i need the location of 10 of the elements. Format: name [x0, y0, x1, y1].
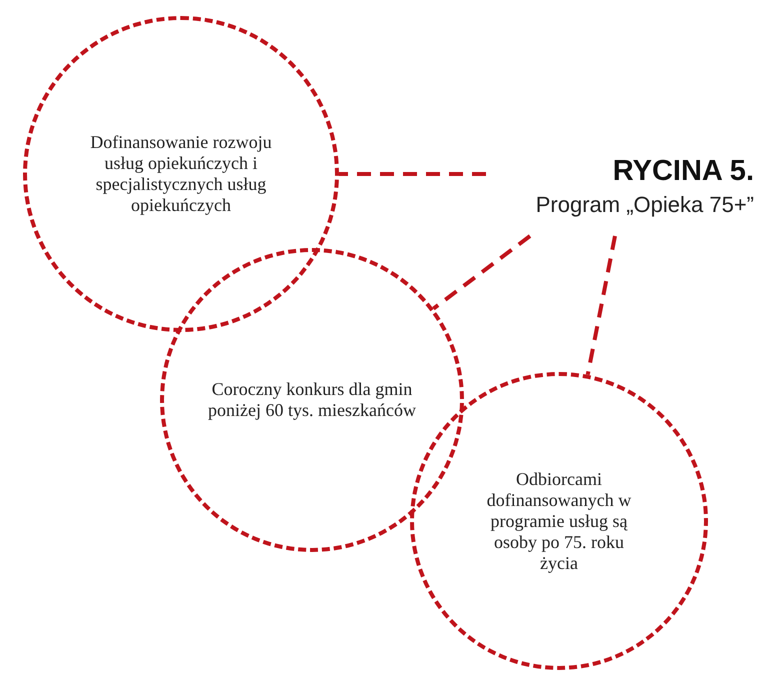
- dashed-connector: [586, 236, 617, 376]
- figure-heading: RYCINA 5.: [612, 154, 754, 188]
- circle-text: Dofinansowanie rozwoju usług opiekuńczych i specjalistycznych usług opiekuńczych: [89, 132, 273, 216]
- figure-subtitle: Program „Opieka 75+”: [536, 192, 754, 218]
- dashed-connector: [339, 172, 486, 176]
- circle-text: Coroczny konkurs dla gmin poniżej 60 tys. mieszkańców: [207, 379, 417, 421]
- dashed-circle: [23, 16, 339, 332]
- circle-text: Odbiorcami dofinansowanych w programie usług są osoby po 75. roku życia: [486, 468, 632, 574]
- dashed-connector: [432, 234, 532, 310]
- dashed-circle: [160, 248, 464, 552]
